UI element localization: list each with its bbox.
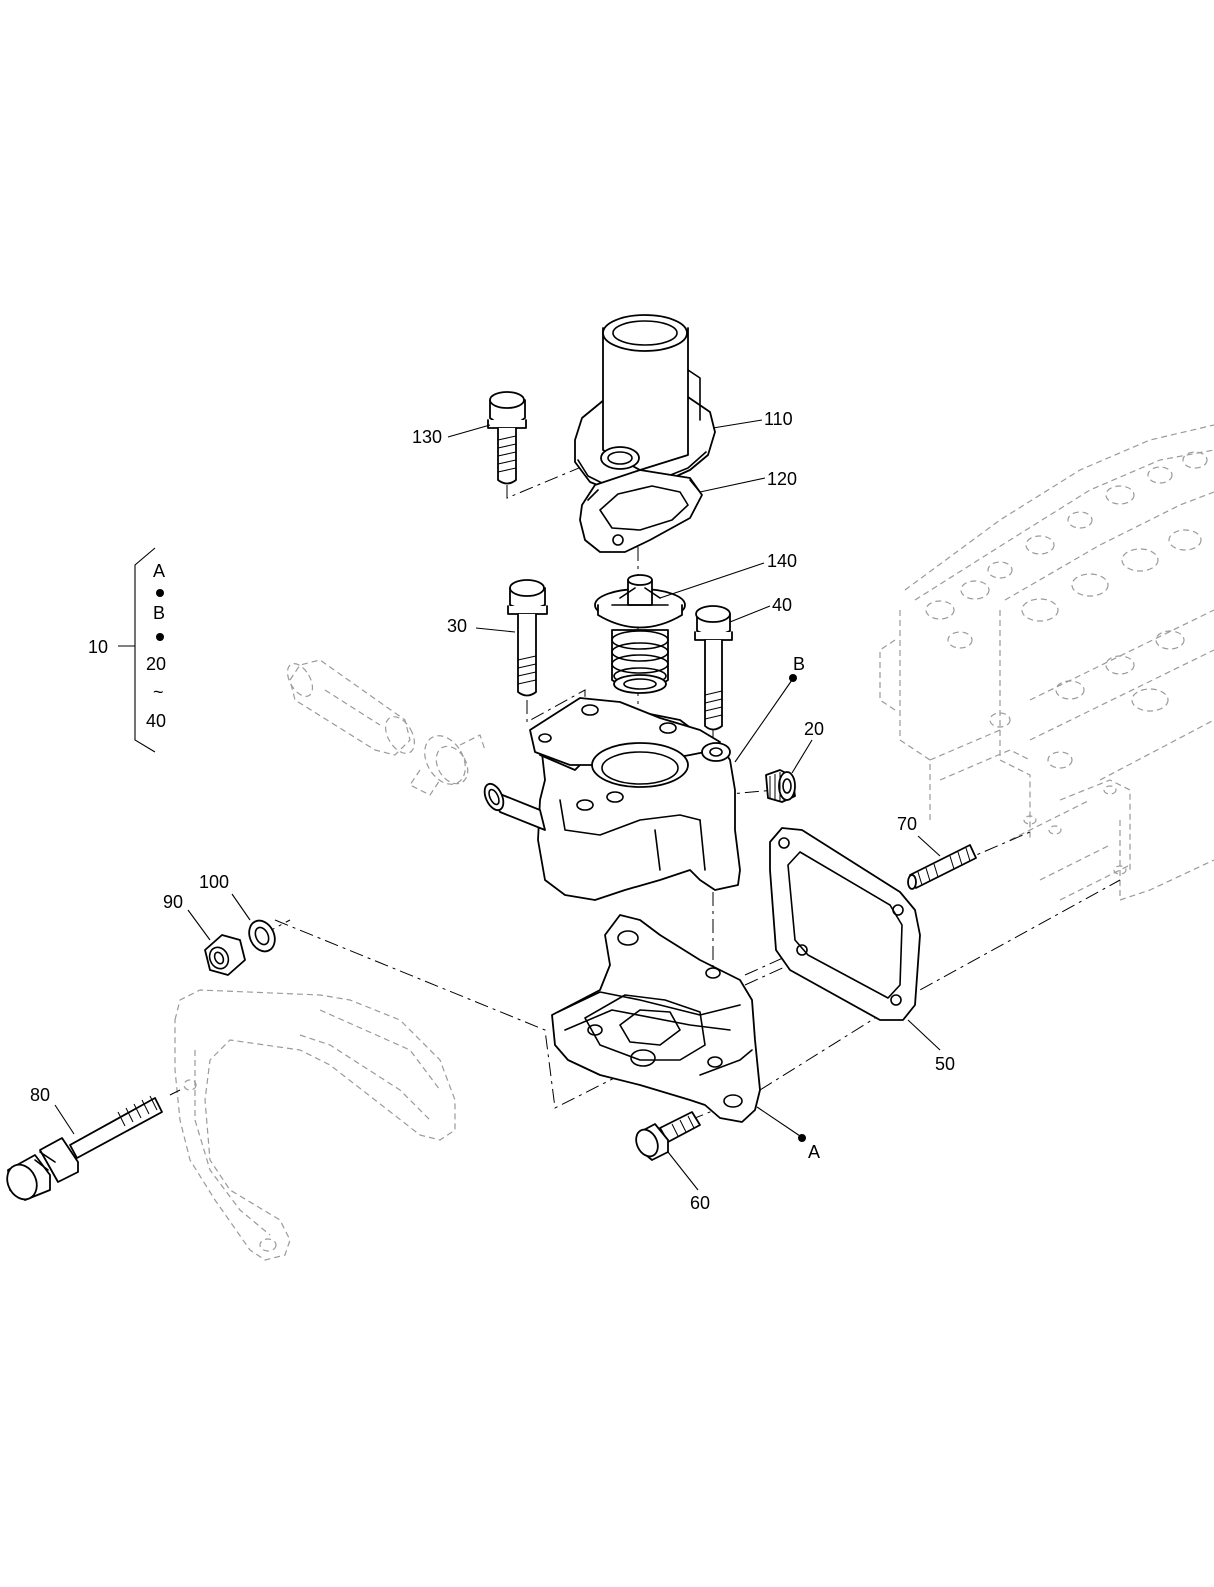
group-range-tilde: ~ [153, 682, 164, 702]
plug-20 [765, 769, 796, 803]
leader-20 [791, 739, 813, 774]
leader-90 [187, 909, 211, 941]
reference-a: A [808, 1142, 820, 1162]
callout-90: 90 [163, 892, 183, 912]
bolt-40 [694, 605, 733, 731]
callout-80: 80 [30, 1085, 50, 1105]
bolt-130 [487, 391, 527, 485]
callout-30: 30 [447, 616, 467, 636]
callout-20: 20 [804, 719, 824, 739]
gasket-120 [579, 469, 703, 553]
leader-ref-b [734, 679, 793, 763]
nut-90 [204, 934, 246, 976]
leader-60 [667, 1151, 699, 1191]
leader-110 [712, 419, 763, 429]
leader-lines [54, 419, 941, 1191]
leader-140 [659, 562, 765, 599]
group-dot-2 [156, 633, 164, 641]
callout-70: 70 [897, 814, 917, 834]
bolt-60 [635, 1111, 701, 1161]
water-inlet-base [551, 914, 761, 1123]
ref-b-dot [789, 674, 797, 682]
callout-140: 140 [767, 551, 797, 571]
stud-70 [907, 844, 977, 890]
callout-50: 50 [935, 1054, 955, 1074]
leader-80 [54, 1104, 75, 1135]
thermostat-housing [483, 697, 741, 901]
leader-100 [231, 893, 251, 921]
callout-40: 40 [772, 595, 792, 615]
reference-b: B [793, 654, 805, 674]
leader-40 [729, 605, 771, 623]
callout-labels: 130 110 120 140 40 30 20 70 100 90 80 50… [30, 409, 955, 1213]
leader-70 [917, 835, 941, 857]
group-item-b: B [153, 603, 165, 623]
group-bracket [134, 547, 156, 753]
callout-60: 60 [690, 1193, 710, 1213]
callout-120: 120 [767, 469, 797, 489]
leader-30 [475, 627, 516, 633]
hose-ghost [286, 659, 416, 756]
thermostat-cover-110 [574, 314, 716, 493]
callout-100: 100 [199, 872, 229, 892]
leader-130 [447, 424, 491, 438]
group-dot-1 [156, 589, 164, 597]
group-item-20: 20 [146, 654, 166, 674]
engine-block-ghost [879, 424, 1214, 901]
group-item-a: A [153, 561, 165, 581]
callout-130: 130 [412, 427, 442, 447]
callout-110: 110 [764, 409, 793, 429]
group-10-legend: 10 A B 20 ~ 40 [88, 561, 166, 731]
bolt-30 [507, 579, 548, 697]
hose-clamp-ghost [409, 734, 486, 796]
gasket-50 [769, 827, 921, 1021]
leader-120 [699, 477, 766, 493]
bolt-80 [6, 1095, 163, 1201]
ref-a-dot [798, 1134, 806, 1142]
washer-100 [248, 919, 276, 953]
leader-ref-a [756, 1106, 801, 1137]
thermostat-140 [594, 574, 686, 694]
bracket-ghost [174, 989, 456, 1261]
group-number: 10 [88, 637, 108, 657]
group-item-40: 40 [146, 711, 166, 731]
leader-50 [907, 1019, 941, 1051]
